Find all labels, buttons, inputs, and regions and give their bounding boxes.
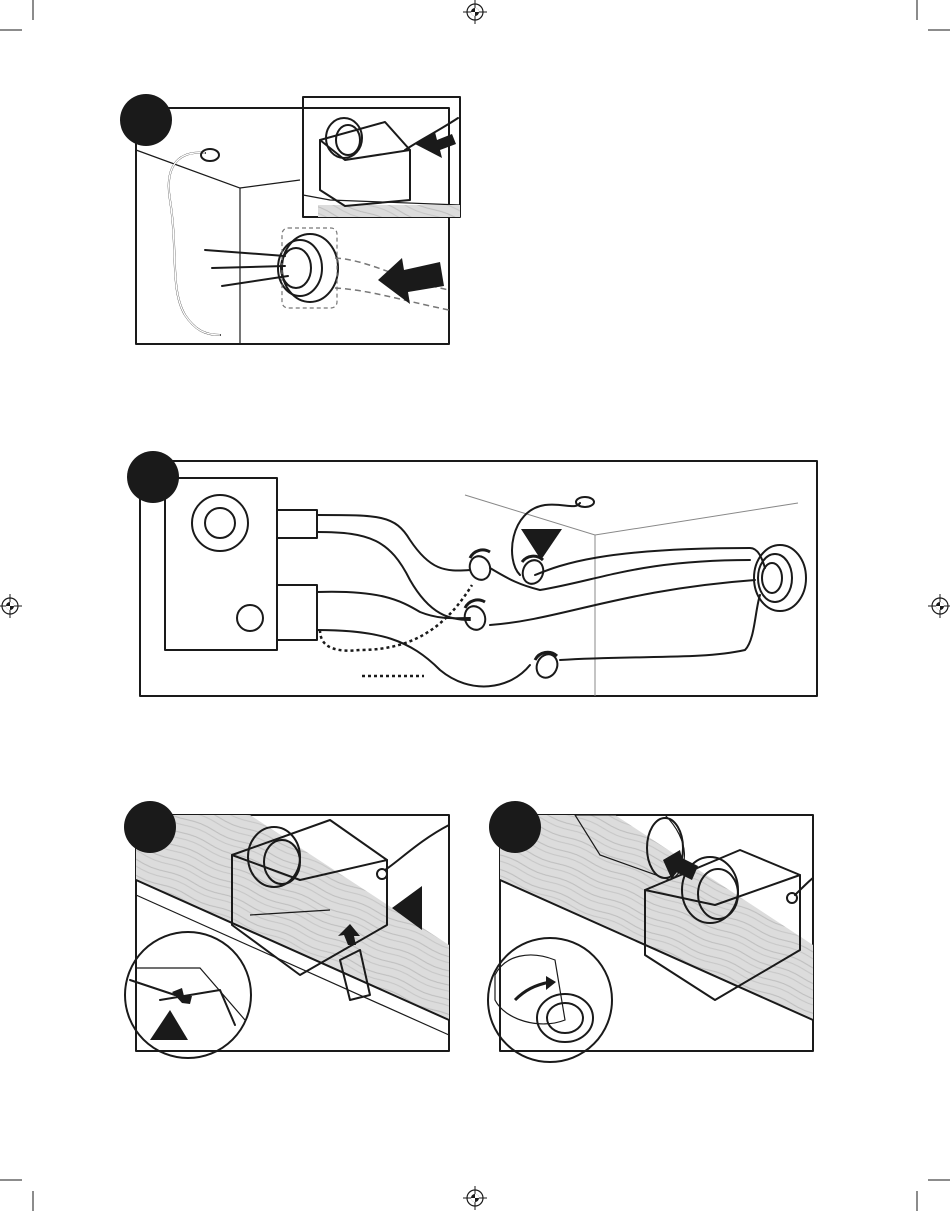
triangle-pointer-icon [150, 1010, 188, 1040]
registration-mark-icon [928, 594, 950, 618]
arrow-icon [378, 258, 444, 304]
registration-mark-icon [0, 594, 22, 618]
cable-clamp-icon [576, 497, 594, 507]
arrow-icon [172, 988, 192, 1004]
junction-box-icon [754, 545, 806, 611]
arrow-icon [546, 976, 556, 990]
registration-mark-icon [463, 1186, 487, 1210]
step-badge-icon [124, 801, 176, 853]
figure-3 [124, 801, 449, 1058]
figure-1 [120, 94, 460, 344]
step-badge-icon [489, 801, 541, 853]
figure-4 [488, 801, 813, 1062]
step-badge-icon [120, 94, 172, 146]
duct-collar-icon [278, 228, 338, 308]
triangle-pointer-icon [521, 529, 562, 560]
cable-clamp-icon [201, 149, 219, 161]
registration-mark-icon [463, 0, 487, 24]
step-badge-icon [127, 451, 179, 503]
figure-2 [127, 451, 817, 696]
